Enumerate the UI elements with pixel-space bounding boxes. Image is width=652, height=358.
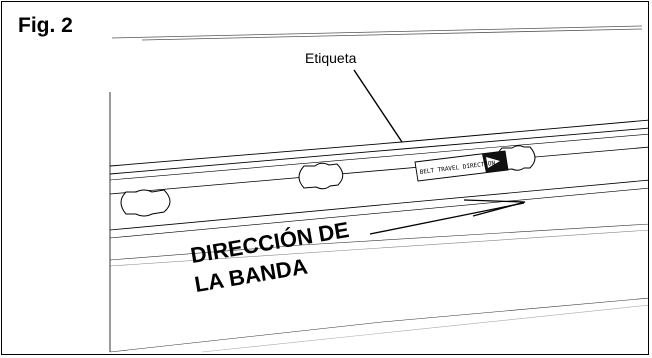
callout-leader bbox=[353, 69, 403, 143]
belt-drawing: BELT TRAVEL DIRECTION bbox=[109, 25, 648, 353]
rail-top-edges bbox=[109, 119, 648, 181]
rail-channel bbox=[109, 146, 648, 239]
direction-arrow bbox=[369, 199, 526, 235]
slot-left bbox=[120, 189, 171, 217]
header-line bbox=[111, 25, 643, 41]
label-callout: Etiqueta bbox=[305, 50, 357, 66]
slot-holes bbox=[120, 145, 536, 217]
figure-label: Fig. 2 bbox=[18, 14, 77, 38]
belt-surface-lines bbox=[109, 223, 648, 353]
belt-direction-sticker: BELT TRAVEL DIRECTION bbox=[414, 150, 509, 182]
slot-middle bbox=[298, 162, 344, 190]
